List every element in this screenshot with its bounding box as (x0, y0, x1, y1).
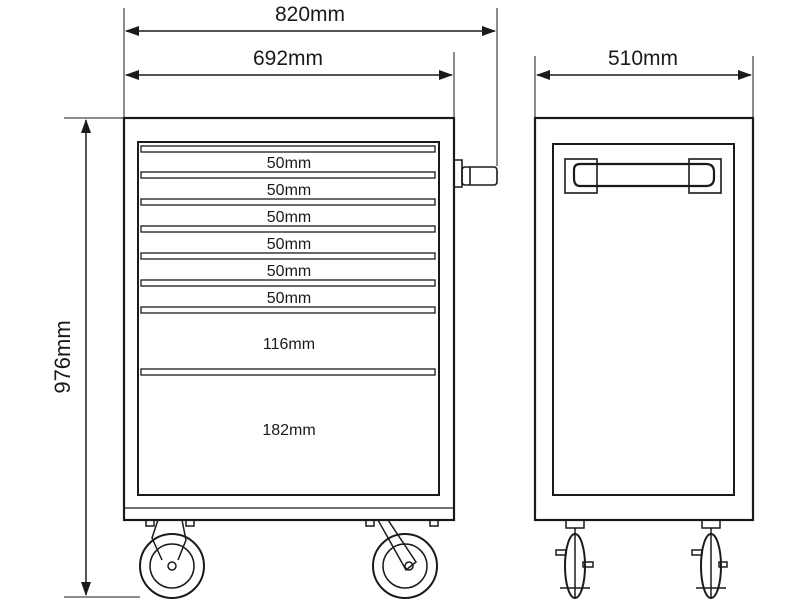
side-right-caster (691, 519, 728, 599)
side-handle (454, 159, 498, 188)
drawer-5-label: 50mm (267, 263, 311, 280)
drawer-3-label: 50mm (267, 209, 311, 226)
drawer-8-label: 182mm (262, 422, 315, 439)
height-dimension (64, 117, 140, 598)
body-width-dimension (125, 52, 455, 118)
drawer-4-label: 50mm (267, 236, 311, 253)
drawer-2-label: 50mm (267, 182, 311, 199)
side-left-caster (555, 519, 594, 599)
front-right-caster (365, 519, 439, 599)
overall-width-dimension (123, 8, 498, 166)
height-label: 976mm (50, 320, 75, 393)
side-view-handle (564, 158, 722, 194)
body-width-label: 692mm (253, 47, 323, 70)
depth-dimension (534, 56, 754, 118)
drawer-7-label: 116mm (263, 336, 315, 353)
drawer-6-label: 50mm (267, 290, 311, 307)
front-cabinet-body (122, 116, 456, 522)
front-left-caster (139, 519, 205, 599)
front-inner-frame (137, 141, 440, 496)
overall-width-label: 820mm (275, 3, 345, 26)
side-view (533, 116, 755, 599)
side-inner-panel (552, 143, 735, 496)
drawer-1-label: 50mm (267, 155, 311, 172)
front-view (122, 116, 498, 599)
depth-label: 510mm (608, 47, 678, 70)
drawer-dividers (140, 145, 436, 376)
side-cabinet-body (533, 116, 755, 522)
